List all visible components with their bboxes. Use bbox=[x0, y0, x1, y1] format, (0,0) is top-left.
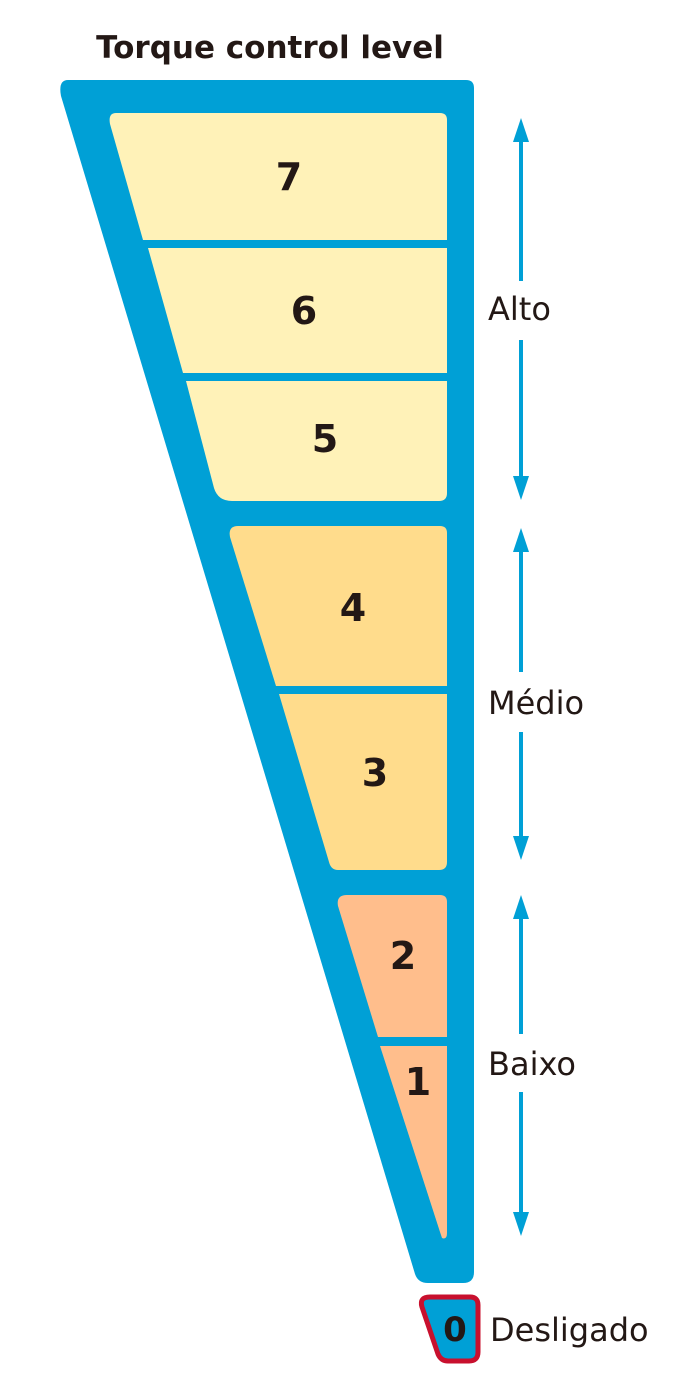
medio-range-arrow bbox=[513, 528, 529, 860]
level-segment-1 bbox=[380, 1046, 447, 1239]
group-label-alto: Alto bbox=[488, 290, 551, 328]
level-segment-4 bbox=[229, 526, 447, 686]
baixo-range-arrow bbox=[513, 895, 529, 1236]
off-indicator-box bbox=[418, 1294, 481, 1364]
level-segment-5 bbox=[186, 381, 447, 501]
level-6-label: 6 bbox=[291, 289, 317, 333]
level-7-label: 7 bbox=[276, 155, 302, 199]
level-5-label: 5 bbox=[312, 417, 338, 461]
level-segment-7 bbox=[109, 113, 447, 240]
off-indicator: 0 bbox=[418, 1294, 481, 1364]
level-4-label: 4 bbox=[340, 586, 366, 630]
level-segment-2 bbox=[337, 895, 447, 1037]
level-2-label: 2 bbox=[390, 934, 416, 978]
group-label-medio: Médio bbox=[488, 684, 584, 722]
off-value-label: 0 bbox=[443, 1310, 467, 1350]
level-1-label: 1 bbox=[405, 1060, 431, 1104]
level-segment-3 bbox=[279, 694, 447, 870]
diagram-title: Torque control level bbox=[96, 30, 444, 66]
level-3-label: 3 bbox=[362, 751, 388, 795]
level-segment-6 bbox=[148, 248, 447, 373]
group-label-baixo: Baixo bbox=[488, 1045, 576, 1083]
off-label: Desligado bbox=[490, 1311, 649, 1349]
alto-range-arrow bbox=[513, 118, 529, 500]
